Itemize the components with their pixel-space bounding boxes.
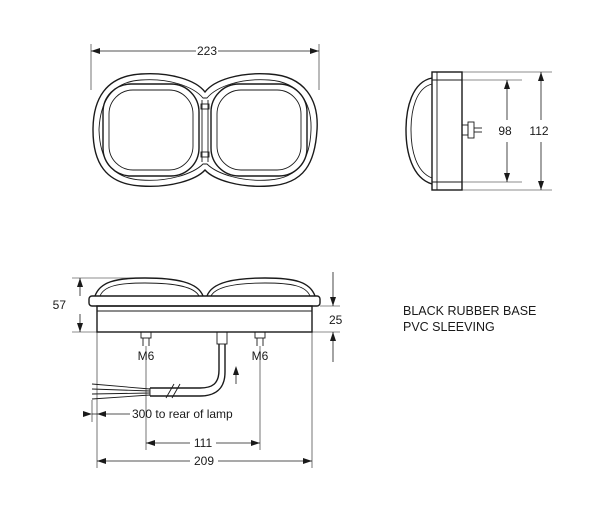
notes: BLACK RUBBER BASE PVC SLEEVING — [403, 304, 536, 334]
front-view: M6 M6 57 25 — [53, 272, 343, 468]
top-view: 223 — [90, 44, 320, 188]
front-height-label: 57 — [53, 298, 67, 312]
wire — [91, 383, 151, 390]
stud-spacing-label: 111 — [194, 436, 213, 450]
left-lens — [102, 83, 200, 177]
right-lens — [210, 83, 308, 177]
cable-grommet — [216, 331, 228, 345]
side-inner-height-label: 98 — [498, 124, 512, 138]
right-dome — [206, 277, 316, 297]
cable-length-label: 300 to rear of lamp — [132, 407, 233, 421]
note-line-1: BLACK RUBBER BASE — [403, 304, 536, 318]
cable-sleeve — [150, 344, 220, 389]
flange — [88, 295, 321, 307]
base-width-label: 209 — [194, 454, 214, 468]
side-stud — [461, 124, 469, 136]
side-view: 98 112 — [405, 71, 552, 191]
housing-outline — [92, 72, 318, 188]
note-line-2: PVC SLEEVING — [403, 320, 495, 334]
left-dome — [94, 277, 204, 297]
top-width-label: 223 — [197, 44, 217, 58]
side-body — [431, 71, 463, 191]
right-stud — [254, 331, 266, 346]
base-height-label: 25 — [329, 313, 343, 327]
rubber-base — [96, 305, 313, 333]
left-stud — [140, 331, 152, 346]
side-outer-height-label: 112 — [529, 124, 548, 138]
